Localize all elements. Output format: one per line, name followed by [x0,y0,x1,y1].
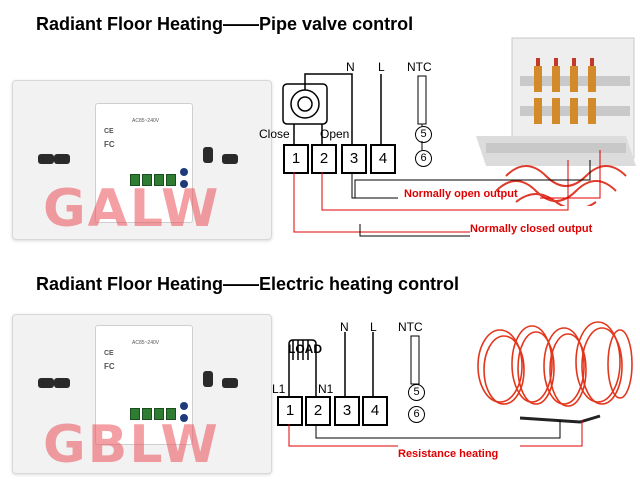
title-dash: —— [223,274,260,294]
mount-slot-right [203,147,213,163]
resistance-heating-label: Resistance heating [398,448,499,460]
model-watermark: GBLW [43,415,220,475]
load-icon [288,332,374,396]
thermostat-back-panel: AC85~240V FC CE GBLW [12,314,272,475]
label-load: LOAD [288,342,322,356]
terminal-1: 1 [283,144,309,174]
terminal-block [154,408,164,420]
terminal-4: 4 [370,144,396,174]
normally-closed-output-label: Normally closed output [470,223,593,235]
electric-heating-section: Radiant Floor Heating——Electric heating … [0,250,640,500]
screw-icon [180,168,188,176]
ntc-probe-icon [410,335,420,385]
screw-icon [180,414,188,422]
title-right: Electric heating control [259,274,460,294]
ntc-pin-6: 6 [408,406,425,423]
module-spec: AC85~240V [132,118,160,124]
terminal-4: 4 [362,396,388,426]
terminal-block [166,174,176,186]
manifold-illustration [476,37,636,210]
title-left: Radiant Floor Heating [36,274,224,294]
terminal-3: 3 [334,396,360,426]
heating-cable-illustration [477,321,633,424]
title-dash: —— [223,14,260,34]
terminal-2: 2 [305,396,331,426]
module-spec: AC85~240V [132,340,160,346]
module-fc-mark: FC [104,362,115,371]
terminal-block [154,174,164,186]
pipe-valve-section: Radiant Floor Heating——Pipe valve contro… [0,0,640,250]
title-left: Radiant Floor Heating [36,14,224,34]
terminal-3: 3 [341,144,367,174]
label-n: N [346,60,355,74]
thermostat-back-panel: AC85~240V FC CE GALW [12,80,272,240]
pipe-valve-title: Radiant Floor Heating——Pipe valve contro… [36,14,413,35]
electric-heating-title: Radiant Floor Heating——Electric heating … [36,274,459,295]
terminal-2: 2 [311,144,337,174]
wiring-module: AC85~240V FC CE [95,103,193,223]
heating-cable-image [470,318,636,436]
terminal-block [142,408,152,420]
screw-icon [180,180,188,188]
module-ce-mark: CE [104,350,114,357]
mount-slot-right [203,371,213,387]
label-ntc: NTC [398,320,423,334]
module-fc-mark: FC [104,140,115,149]
label-l: L [378,60,385,74]
module-ce-mark: CE [104,128,114,135]
terminal-block [166,408,176,420]
ntc-pin-6: 6 [415,150,432,167]
label-n: N [340,320,349,334]
model-watermark: GALW [43,179,221,239]
label-open: Open [320,127,350,141]
normally-open-output-label: Normally open output [404,188,518,200]
terminal-block [130,174,140,186]
terminal-block [130,408,140,420]
wiring-module: AC85~240V FC CE [95,325,193,445]
terminal-1: 1 [277,396,303,426]
title-right: Pipe valve control [259,14,414,34]
label-close: Close [259,127,290,141]
ntc-pin-5: 5 [415,126,432,143]
label-n1: N1 [318,382,334,396]
screw-icon [180,402,188,410]
label-l: L [370,320,377,334]
label-ntc: NTC [407,60,432,74]
label-l1: L1 [272,382,286,396]
pipe-manifold-image [476,36,636,210]
ntc-probe-icon [417,75,427,150]
terminal-block [142,174,152,186]
